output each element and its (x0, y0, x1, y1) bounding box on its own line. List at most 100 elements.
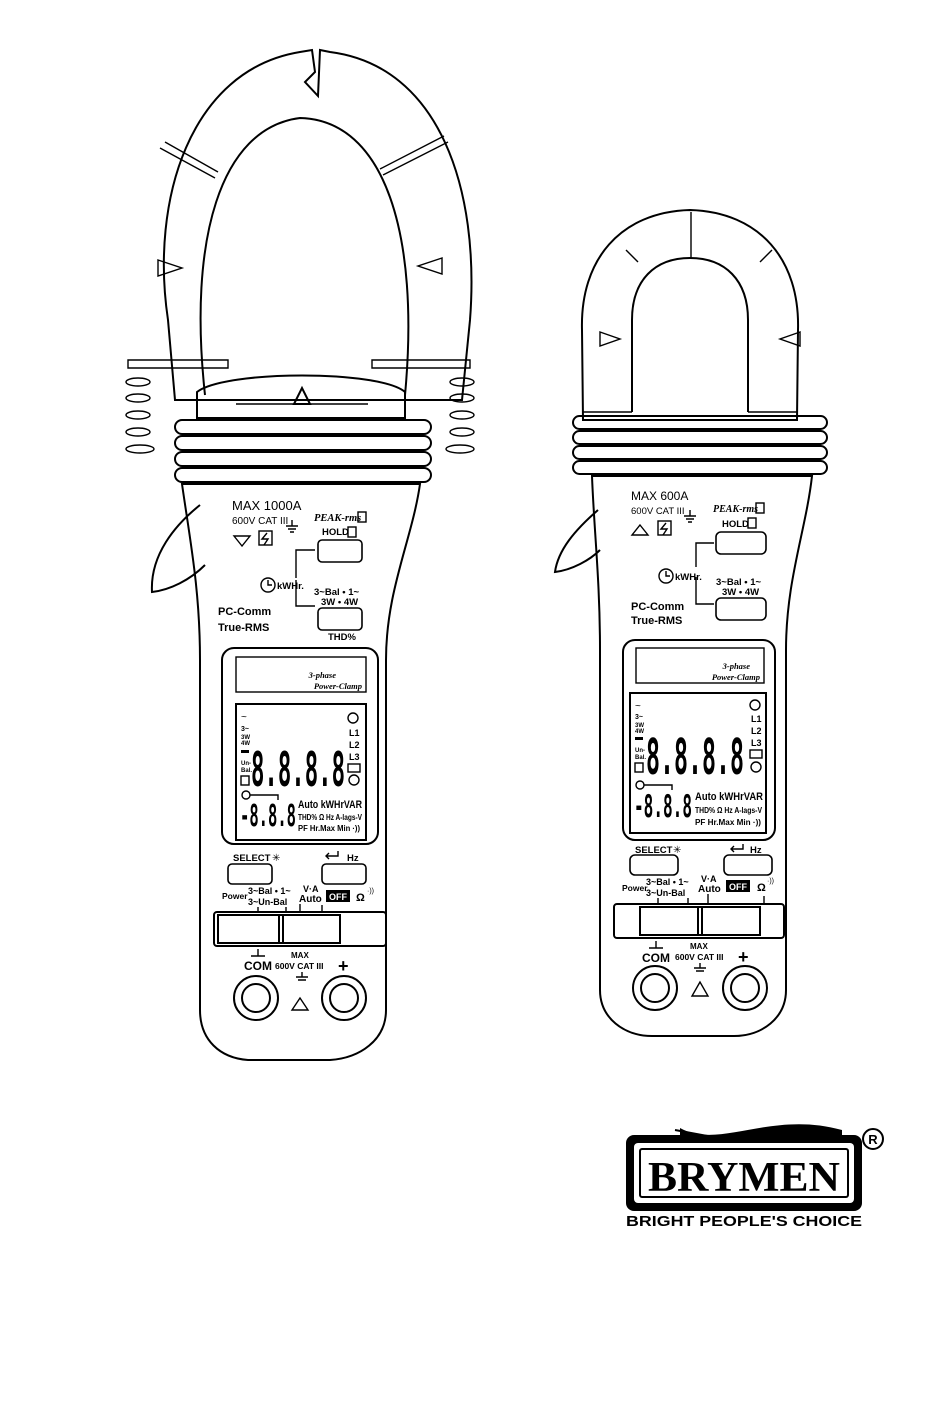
cat-rating-label: 600V CAT III (232, 516, 288, 527)
mode-line1-label: 3~Bal • 1~ (314, 587, 360, 598)
buzzer-icon: ·)) (367, 888, 374, 895)
max-rating-small-label: MAX 600A (631, 489, 688, 503)
lcd-left5: Bal. (241, 768, 252, 774)
thd-label: THD% (328, 632, 357, 643)
mode-line1-small-label: 3~Bal • 1~ (716, 577, 762, 588)
lcd-small-sub-digits: -8.8.8 (634, 789, 692, 825)
power-unbal-small-label: 3~Un-Bal (646, 888, 685, 898)
hold-small-button[interactable] (715, 531, 767, 555)
brand-tagline: BRIGHT PEOPLE'S CHOICE (626, 1213, 862, 1230)
brymen-logo: BRYMEN R BRIGHT PEOPLE'S CHOICE (626, 1124, 884, 1230)
power-small-label: Power (622, 883, 648, 893)
mode-button[interactable] (317, 607, 363, 631)
hold-small-label: HOLD (722, 519, 749, 530)
select-label: SELECT (233, 853, 271, 864)
max-terminal-small-label: MAX (690, 942, 708, 951)
power-bal-label: 3~Bal • 1~ (248, 886, 291, 896)
clock-icon (260, 577, 276, 593)
function-switch-slider-small[interactable] (639, 906, 761, 936)
cat-rating-small-label: 600V CAT III (631, 506, 685, 517)
lcd-main-digits: 8.8.8.8 (251, 743, 345, 798)
lcd-l3: L3 (349, 752, 360, 762)
off-label: OFF (329, 892, 347, 902)
jaw-trigger-large (150, 504, 206, 594)
collar-rings-small (572, 415, 828, 475)
hz-button[interactable] (321, 863, 367, 885)
collar-rings-large (174, 419, 432, 483)
lcd-small-left5: Bal. (635, 755, 646, 761)
max-terminal-label: MAX (291, 951, 309, 960)
true-rms-small-label: True-RMS (631, 615, 682, 627)
ground-icon (286, 520, 298, 533)
plus-label: + (338, 956, 349, 976)
va-label: V·A (303, 884, 319, 894)
lcd-small (629, 692, 767, 834)
hold-label: HOLD (322, 527, 349, 538)
window-line2: Power-Clamp (314, 681, 362, 691)
off-small-label: OFF (729, 882, 747, 892)
hold-button[interactable] (317, 539, 363, 563)
terminal-rating-label: 600V CAT III (275, 961, 324, 971)
plus-jack-small[interactable] (722, 965, 768, 1011)
com-ground-small-icon (649, 941, 663, 949)
window-small-line1: 3-phase (722, 661, 751, 671)
jaw-arrow-right-small-icon (777, 331, 801, 347)
jaw-ribs-right (371, 359, 475, 454)
lcd-units1: Auto kWHrVAR (298, 799, 362, 811)
window-line1: 3-phase (308, 670, 337, 680)
jaw-arrow-right-icon (415, 257, 443, 275)
com-jack-large[interactable] (233, 975, 279, 1021)
lcd-l1: L1 (349, 728, 360, 738)
com-jack-small[interactable] (632, 965, 678, 1011)
plus-jack-large[interactable] (321, 975, 367, 1021)
lcd-large (235, 703, 367, 841)
jaw-arrow-left-icon (157, 259, 185, 277)
terminal-warning-icon (290, 996, 310, 1011)
select-button[interactable] (227, 863, 273, 885)
ohm-label: Ω (356, 892, 365, 904)
lcd-l2: L2 (349, 740, 360, 750)
mode-small-button[interactable] (715, 597, 767, 621)
backlight-icon: ✳ (272, 853, 280, 864)
kwh-label: kWHr. (277, 581, 304, 592)
buzzer-small-icon: ·)) (767, 878, 774, 885)
lcd-left3: 4W (241, 741, 250, 747)
registered-mark-icon (862, 1128, 884, 1150)
select-small-label: SELECT (635, 845, 673, 856)
lcd-small-left4: Un- (635, 748, 645, 754)
jaw-inner-large (199, 116, 410, 396)
ground-small-icon (684, 510, 696, 523)
lcd-small-left3: 4W (635, 729, 644, 735)
lcd-clock-icon (348, 774, 360, 786)
backlight-small-icon: ✳ (673, 845, 681, 856)
jaw-inner-small (631, 256, 749, 412)
jaw-ribs-left (125, 359, 229, 454)
lcd-small-l2: L2 (751, 726, 762, 736)
lcd-sub-digits: -8.8.8 (240, 799, 296, 834)
enter-small-icon (730, 844, 744, 853)
lcd-units3: PF Hr.Max Min ·)) (298, 824, 360, 833)
lcd-ac-small-icon: ~ (635, 701, 641, 712)
hz-label: Hz (347, 853, 359, 864)
brand-logo-text: BRYMEN (648, 1155, 840, 1201)
pc-comm-small-label: PC-Comm (631, 601, 684, 613)
lcd-left4: Un- (241, 761, 251, 767)
window-small-line2: Power-Clamp (712, 672, 760, 682)
com-ground-icon (251, 949, 265, 957)
select-small-button[interactable] (629, 854, 679, 876)
display-housing-small (622, 639, 776, 841)
hz-small-button[interactable] (723, 854, 773, 876)
jaw-trigger-small (553, 509, 601, 574)
lcd-units2: THD% Ω Hz A-lags-V (298, 813, 363, 822)
mode-line2-label: 3W • 4W (321, 597, 358, 608)
registered-mark: R (868, 1132, 878, 1147)
clamp-meter-small: MAX 600A 600V CAT III PEAK-rms HOLD kWHr… (553, 208, 828, 1037)
meter-body-small (590, 475, 814, 1037)
jaw-outer-small (580, 208, 800, 421)
center-arrow-icon (292, 385, 312, 405)
lcd-small-l1: L1 (751, 714, 762, 724)
lcd-battery-icon (347, 763, 361, 773)
jaw-outer-large (162, 48, 473, 401)
function-switch-track-large (213, 911, 387, 947)
